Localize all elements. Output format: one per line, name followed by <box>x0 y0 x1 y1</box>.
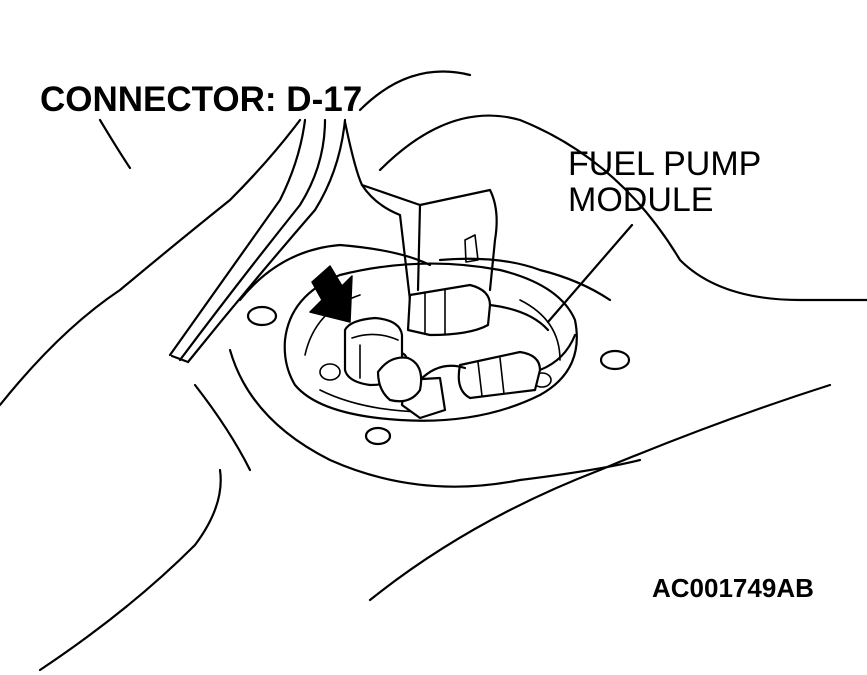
module-label-line2: MODULE <box>568 181 714 219</box>
module-leader-line <box>546 223 634 324</box>
wiring-harness <box>168 118 498 364</box>
fuel-pump-module <box>283 262 578 422</box>
mounting-holes <box>246 305 631 446</box>
module-label-line1: FUEL PUMP <box>568 145 762 183</box>
connector-label: CONNECTOR: D-17 <box>40 80 363 119</box>
arrow-down-right-icon <box>309 265 353 323</box>
body-panel-lines <box>0 70 867 672</box>
fuel-pump-module-label: FUEL PUMP MODULE <box>568 146 761 218</box>
connector-d17 <box>343 316 423 403</box>
figure-code: AC001749AB <box>652 573 814 603</box>
